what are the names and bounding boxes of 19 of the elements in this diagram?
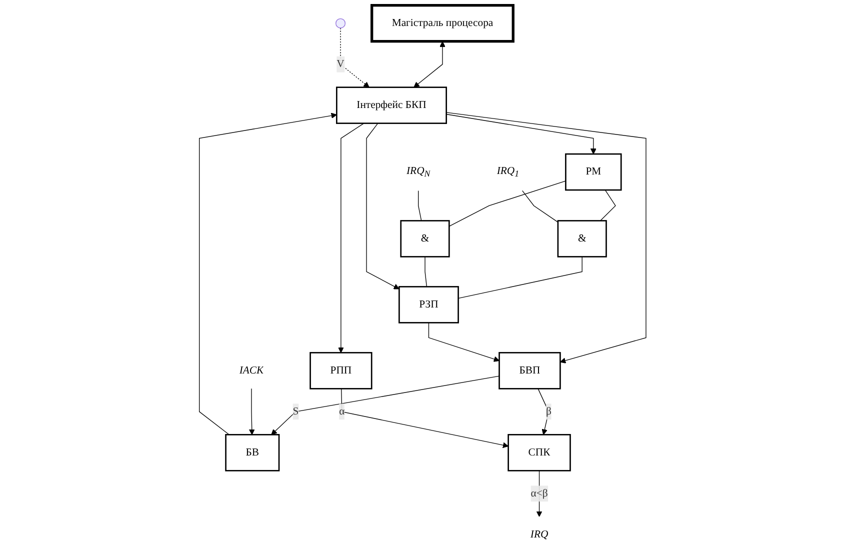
- block-box: БВП: [498, 352, 562, 390]
- block-box: РЗП: [398, 286, 460, 324]
- processor-bus: Магістраль процесора: [370, 4, 515, 43]
- block-box: РМ: [565, 153, 622, 191]
- block-box: РПП: [310, 352, 373, 390]
- edge-label: S: [293, 404, 300, 420]
- edge-label: β: [546, 404, 552, 420]
- edge-label: α: [339, 404, 345, 420]
- edge-label: V: [337, 56, 345, 72]
- edge-label: α<β: [531, 486, 548, 502]
- logic-gate: &: [400, 220, 450, 258]
- logic-gate: &: [558, 220, 608, 258]
- signal-name: IRQ$_{N}$: [406, 165, 431, 179]
- signal-name: IACK: [240, 364, 264, 376]
- signal-name: IRQ$_{1}$: [497, 165, 520, 179]
- block-box: СПК: [508, 434, 572, 472]
- block-box: Інтерфейс БКП: [336, 86, 448, 124]
- signal-name: IRQ: [530, 528, 548, 540]
- block-box: БВ: [225, 434, 280, 472]
